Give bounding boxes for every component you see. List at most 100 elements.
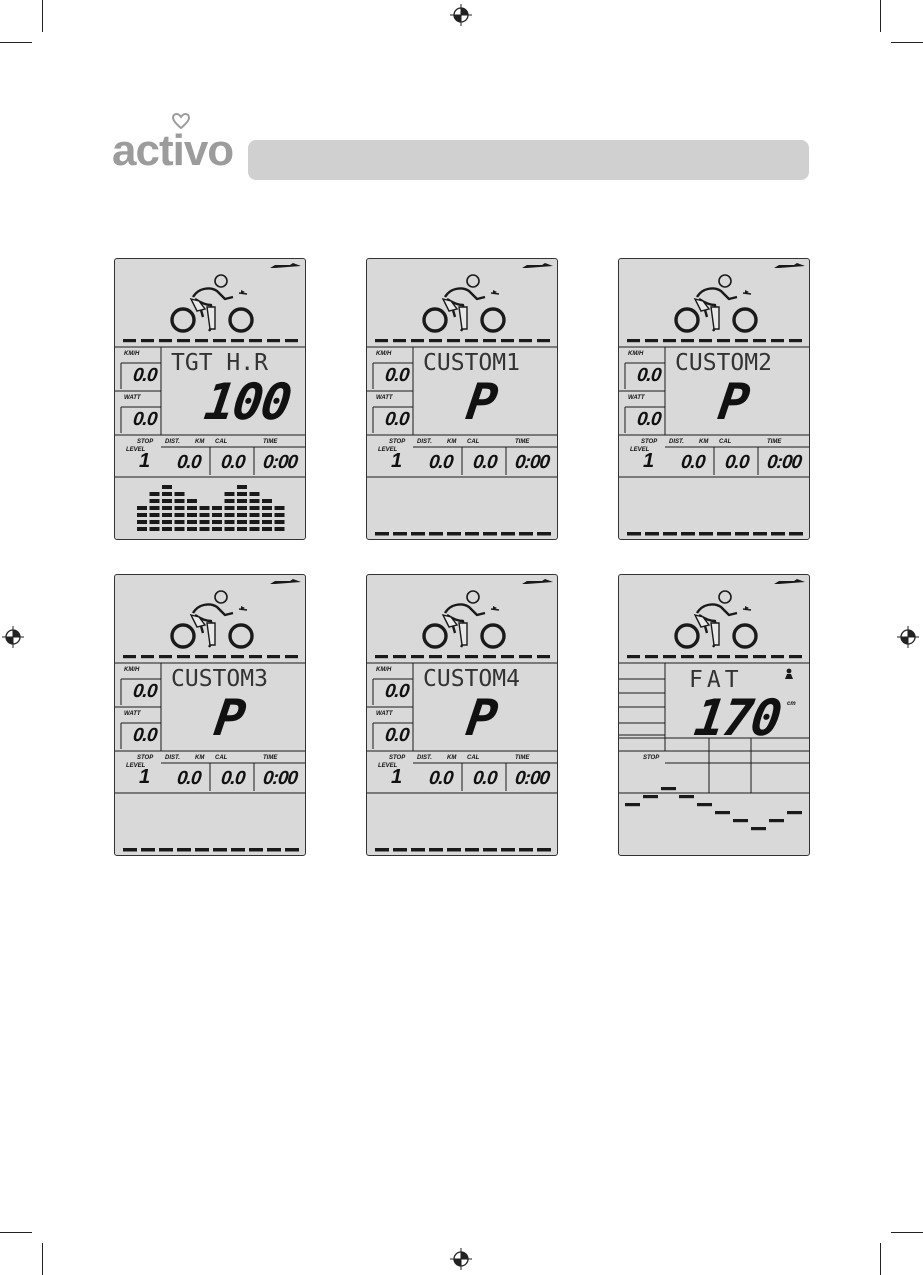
- profile-step: [643, 795, 658, 799]
- profile-segment: [187, 506, 197, 510]
- profile-segment: [187, 513, 197, 517]
- lcd-graphics: [367, 263, 557, 536]
- level-readout: 1: [391, 450, 403, 472]
- lcd-grid: [619, 346, 809, 478]
- profile-segment: [249, 527, 260, 531]
- profile-segment: [249, 513, 260, 517]
- profile-bar-graph: [137, 485, 285, 531]
- profile-segment: [212, 527, 222, 531]
- profile-step: [697, 803, 712, 807]
- profile-segment: [174, 506, 185, 510]
- cal-label: CAL: [215, 755, 228, 761]
- profile-segment: [162, 520, 172, 524]
- profile-segment: [137, 520, 147, 524]
- profile-segment: [162, 513, 172, 517]
- profile-segment: [137, 527, 147, 531]
- profile-segment: [224, 492, 235, 496]
- crop-mark: [891, 42, 923, 43]
- profile-segment: [199, 527, 210, 531]
- profile-segment: [162, 492, 172, 496]
- kmh-label: KM/H: [376, 667, 392, 673]
- speed-readout: 0.0: [131, 681, 158, 702]
- profile-step: [787, 811, 802, 815]
- time-label: TIME: [515, 755, 530, 761]
- dist-label: DIST.: [669, 439, 684, 445]
- profile-segment: [149, 499, 160, 503]
- profile-segment: [237, 506, 247, 510]
- distance-readout: 0.0: [427, 452, 454, 473]
- calories-readout: 0.0: [471, 768, 498, 789]
- distance-readout: 0.0: [175, 452, 202, 473]
- unit-label: cm: [787, 701, 796, 707]
- kmh-label: KM/H: [124, 667, 140, 673]
- time-readout: 0:00: [261, 768, 299, 789]
- profile-segment: [212, 520, 222, 524]
- watt-label: WATT: [376, 395, 393, 401]
- stop-label: STOP: [137, 755, 154, 761]
- profile-segment: [149, 506, 160, 510]
- registration-mark-icon: [2, 626, 24, 648]
- cal-label: CAL: [215, 439, 228, 445]
- profile-segment: [199, 520, 210, 524]
- profile-segment: [137, 506, 147, 510]
- cyclist-icon: [422, 274, 506, 333]
- profile-segment: [149, 513, 160, 517]
- time-readout: 0:00: [261, 452, 299, 473]
- profile-segment: [174, 499, 185, 503]
- speed-readout: 0.0: [635, 365, 662, 386]
- watt-readout: 0.0: [383, 725, 410, 746]
- watt-label: WATT: [628, 395, 645, 401]
- profile-segment: [162, 527, 172, 531]
- lcd-grid: [619, 662, 809, 794]
- profile-step: [769, 819, 784, 823]
- lcd-graphics: [619, 263, 809, 536]
- level-label: LEVEL: [630, 447, 650, 453]
- lcd-grid: [115, 346, 305, 478]
- km-label: KM: [447, 439, 457, 445]
- watt-label: WATT: [124, 395, 141, 401]
- time-readout: 0:00: [513, 768, 551, 789]
- time-label: TIME: [515, 439, 530, 445]
- distance-readout: 0.0: [175, 768, 202, 789]
- stop-label: STOP: [137, 439, 154, 445]
- profile-wave: [625, 787, 802, 831]
- registration-mark-icon: [897, 626, 919, 648]
- crop-mark: [891, 1232, 923, 1233]
- profile-baseline: [123, 848, 299, 852]
- profile-segment: [274, 506, 285, 510]
- dist-label: DIST.: [417, 439, 432, 445]
- lcd-graphics: [115, 263, 305, 531]
- crop-mark: [0, 42, 32, 43]
- registration-mark-icon: [450, 1248, 472, 1270]
- stop-label: STOP: [643, 755, 660, 761]
- profile-segment: [212, 506, 222, 510]
- watt-label: WATT: [376, 711, 393, 717]
- speed-readout: 0.0: [131, 365, 158, 386]
- profile-segment: [187, 527, 197, 531]
- cyclist-icon: [170, 590, 254, 649]
- program-name: CUSTOM2: [675, 350, 772, 376]
- speed-readout: 0.0: [383, 681, 410, 702]
- profile-step: [625, 803, 640, 807]
- profile-segment: [224, 527, 235, 531]
- profile-segment: [174, 527, 185, 531]
- signal-icon: [270, 579, 301, 584]
- profile-step: [751, 827, 766, 831]
- stop-label: STOP: [641, 439, 658, 445]
- signal-icon: [270, 263, 301, 268]
- profile-step: [661, 787, 676, 791]
- lcd-grid: [367, 346, 557, 478]
- program-name: CUSTOM1: [423, 350, 520, 376]
- profile-segment: [199, 513, 210, 517]
- profile-segment: [224, 499, 235, 503]
- profile-segment: [187, 499, 197, 503]
- crop-mark: [42, 0, 43, 32]
- profile-segment: [149, 527, 160, 531]
- profile-segment: [274, 520, 285, 524]
- program-name: TGT H.R: [171, 350, 268, 376]
- profile-segment: [249, 520, 260, 524]
